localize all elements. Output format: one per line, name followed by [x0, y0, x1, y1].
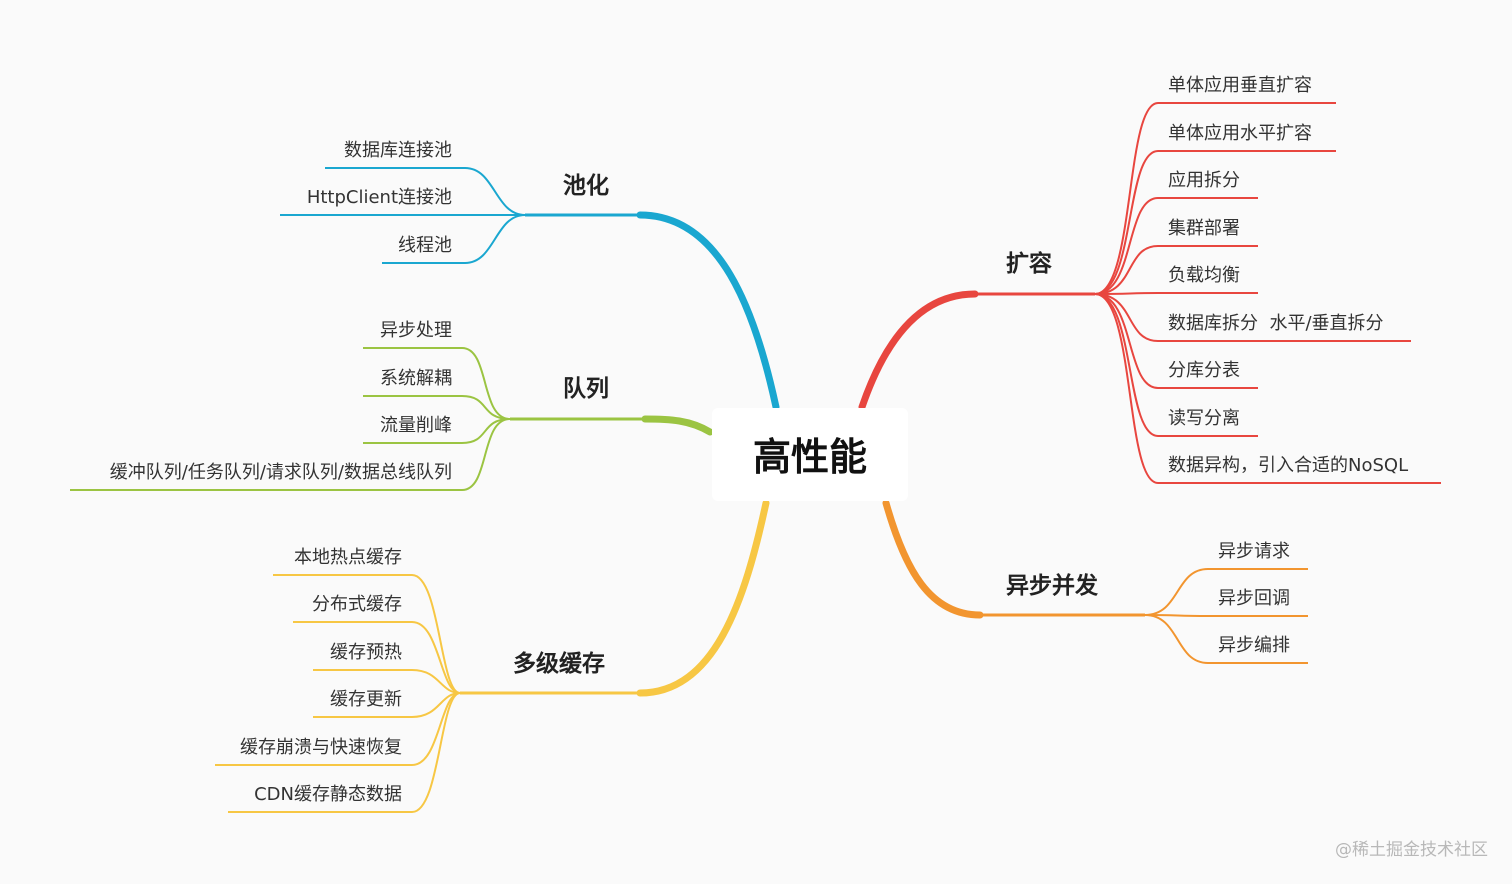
- branch-label-async[interactable]: 异步并发: [1006, 572, 1098, 599]
- leaf-connector: [1094, 102, 1159, 295]
- main-connector-scale: [858, 290, 979, 411]
- leaf-scale-app-split[interactable]: 应用拆分: [1168, 170, 1240, 191]
- branch-label-pooling[interactable]: 池化: [563, 172, 609, 199]
- branch-pooling: 池化 数据库连接池 HttpClient连接池 线程池: [280, 140, 780, 411]
- main-connector-async: [882, 499, 984, 619]
- leaf-scale-heterogeneous-nosql[interactable]: 数据异构，引入合适的NoSQL: [1168, 455, 1408, 476]
- root-node-label: 高性能: [753, 435, 867, 479]
- branch-cache: 多级缓存 本地热点缓存 分布式缓存 缓存预热 缓存更新 缓存崩溃与快速恢复 CD…: [215, 499, 770, 813]
- branch-label-queue[interactable]: 队列: [563, 376, 609, 402]
- leaf-connector: [461, 347, 511, 420]
- leaf-async-orchestration[interactable]: 异步编排: [1218, 635, 1290, 656]
- leaf-connector: [1094, 293, 1159, 389]
- leaf-connector: [1094, 293, 1159, 342]
- branch-queue: 队列 异步处理 系统解耦 流量削峰 缓冲队列/任务队列/请求队列/数据总线队列: [70, 320, 714, 491]
- leaf-pooling-db-connection-pool[interactable]: 数据库连接池: [344, 140, 452, 161]
- leaf-connector: [1094, 292, 1159, 295]
- leaf-connector: [411, 574, 461, 694]
- leaf-scale-db-split[interactable]: 数据库拆分 水平/垂直拆分: [1168, 313, 1384, 334]
- main-connector-queue: [641, 415, 714, 436]
- root-node-box: [712, 408, 908, 501]
- leaf-connector: [1144, 614, 1209, 617]
- leaf-connector: [411, 669, 461, 694]
- leaf-connector: [1094, 293, 1159, 437]
- branch-label-cache[interactable]: 多级缓存: [513, 650, 605, 677]
- leaf-pooling-httpclient-pool[interactable]: HttpClient连接池: [307, 187, 452, 208]
- branch-label-scale[interactable]: 扩容: [1006, 250, 1052, 277]
- leaf-scale-load-balance[interactable]: 负载均衡: [1168, 265, 1240, 286]
- leaf-cache-update[interactable]: 缓存更新: [330, 689, 402, 710]
- branch-async: 异步并发 异步请求 异步回调 异步编排: [882, 499, 1308, 664]
- leaf-queue-decoupling[interactable]: 系统解耦: [380, 368, 452, 389]
- leaf-connector: [411, 621, 461, 694]
- leaf-queue-peak-shaving[interactable]: 流量削峰: [380, 415, 452, 436]
- leaf-cache-crash-recovery[interactable]: 缓存崩溃与快速恢复: [240, 737, 402, 758]
- leaf-queue-async-processing[interactable]: 异步处理: [380, 320, 452, 341]
- leaf-queue-buffer-queues[interactable]: 缓冲队列/任务队列/请求队列/数据总线队列: [110, 462, 452, 483]
- leaf-scale-read-write-split[interactable]: 读写分离: [1168, 408, 1240, 429]
- leaf-scale-horizontal[interactable]: 单体应用水平扩容: [1168, 123, 1312, 144]
- leaf-scale-sharding[interactable]: 分库分表: [1168, 360, 1240, 381]
- leaf-connector: [1094, 150, 1159, 295]
- leaf-connector: [1094, 197, 1159, 295]
- leaf-connector: [411, 692, 461, 766]
- leaf-connector: [461, 395, 511, 420]
- leaf-cache-warmup[interactable]: 缓存预热: [330, 642, 402, 663]
- leaf-cache-local-hot[interactable]: 本地热点缓存: [294, 547, 402, 568]
- leaf-connector: [1144, 568, 1209, 616]
- main-connector-cache: [636, 499, 770, 697]
- leaf-scale-vertical[interactable]: 单体应用垂直扩容: [1168, 75, 1312, 96]
- leaf-connector: [1094, 245, 1159, 295]
- watermark: @稀土掘金技术社区: [1335, 840, 1488, 860]
- leaf-connector: [1094, 293, 1159, 484]
- leaf-connector: [1144, 614, 1209, 664]
- leaf-connector: [461, 418, 511, 444]
- leaf-async-callback[interactable]: 异步回调: [1218, 588, 1290, 609]
- leaf-connector: [411, 692, 461, 813]
- root-node[interactable]: 高性能: [712, 408, 908, 501]
- leaf-pooling-thread-pool[interactable]: 线程池: [398, 235, 452, 256]
- leaf-connector: [464, 167, 526, 216]
- leaf-scale-cluster[interactable]: 集群部署: [1168, 218, 1240, 239]
- leaf-cache-cdn-static[interactable]: CDN缓存静态数据: [254, 784, 402, 805]
- main-connector-pooling: [636, 211, 780, 411]
- branch-scale: 扩容 单体应用垂直扩容 单体应用水平扩容 应用拆分 集群部署 负载均衡 数据库拆…: [858, 75, 1441, 484]
- leaf-connector: [461, 418, 511, 491]
- leaf-cache-distributed[interactable]: 分布式缓存: [312, 594, 402, 615]
- leaf-connector: [464, 214, 526, 264]
- leaf-async-request[interactable]: 异步请求: [1218, 541, 1290, 562]
